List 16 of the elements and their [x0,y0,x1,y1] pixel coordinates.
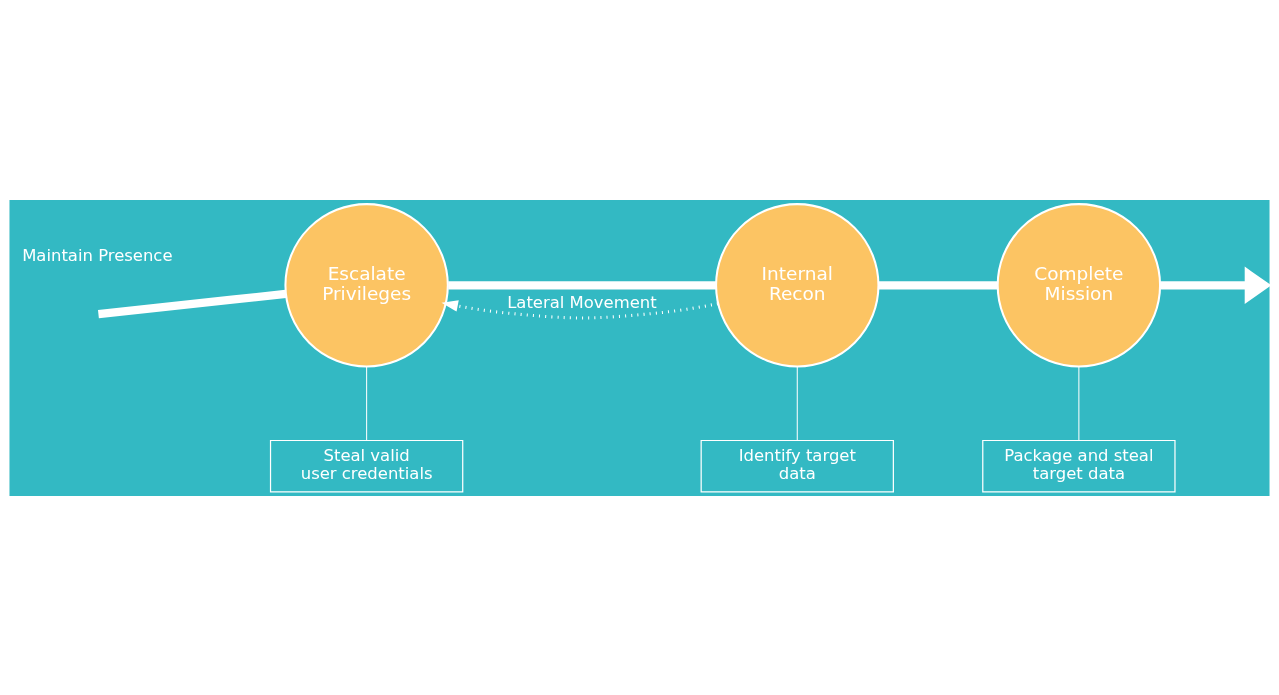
connector [878,280,998,289]
connector [1078,365,1080,441]
node-circle: Escalate Privileges [284,202,449,368]
connector [98,289,287,318]
node-box: Package and steal target data [982,439,1176,492]
label: Maintain Presence [22,245,173,265]
node-circle: Complete Mission [996,202,1162,368]
edge-label: Lateral Movement [507,292,657,312]
node-circle: Internal Recon [715,202,880,368]
connector [366,365,368,441]
node-box: Identify target data [700,439,894,492]
connector [796,365,798,441]
node-box: Steal valid user credentials [269,439,464,492]
arrow [441,299,719,319]
connector [448,280,716,289]
arrow [1160,266,1271,304]
